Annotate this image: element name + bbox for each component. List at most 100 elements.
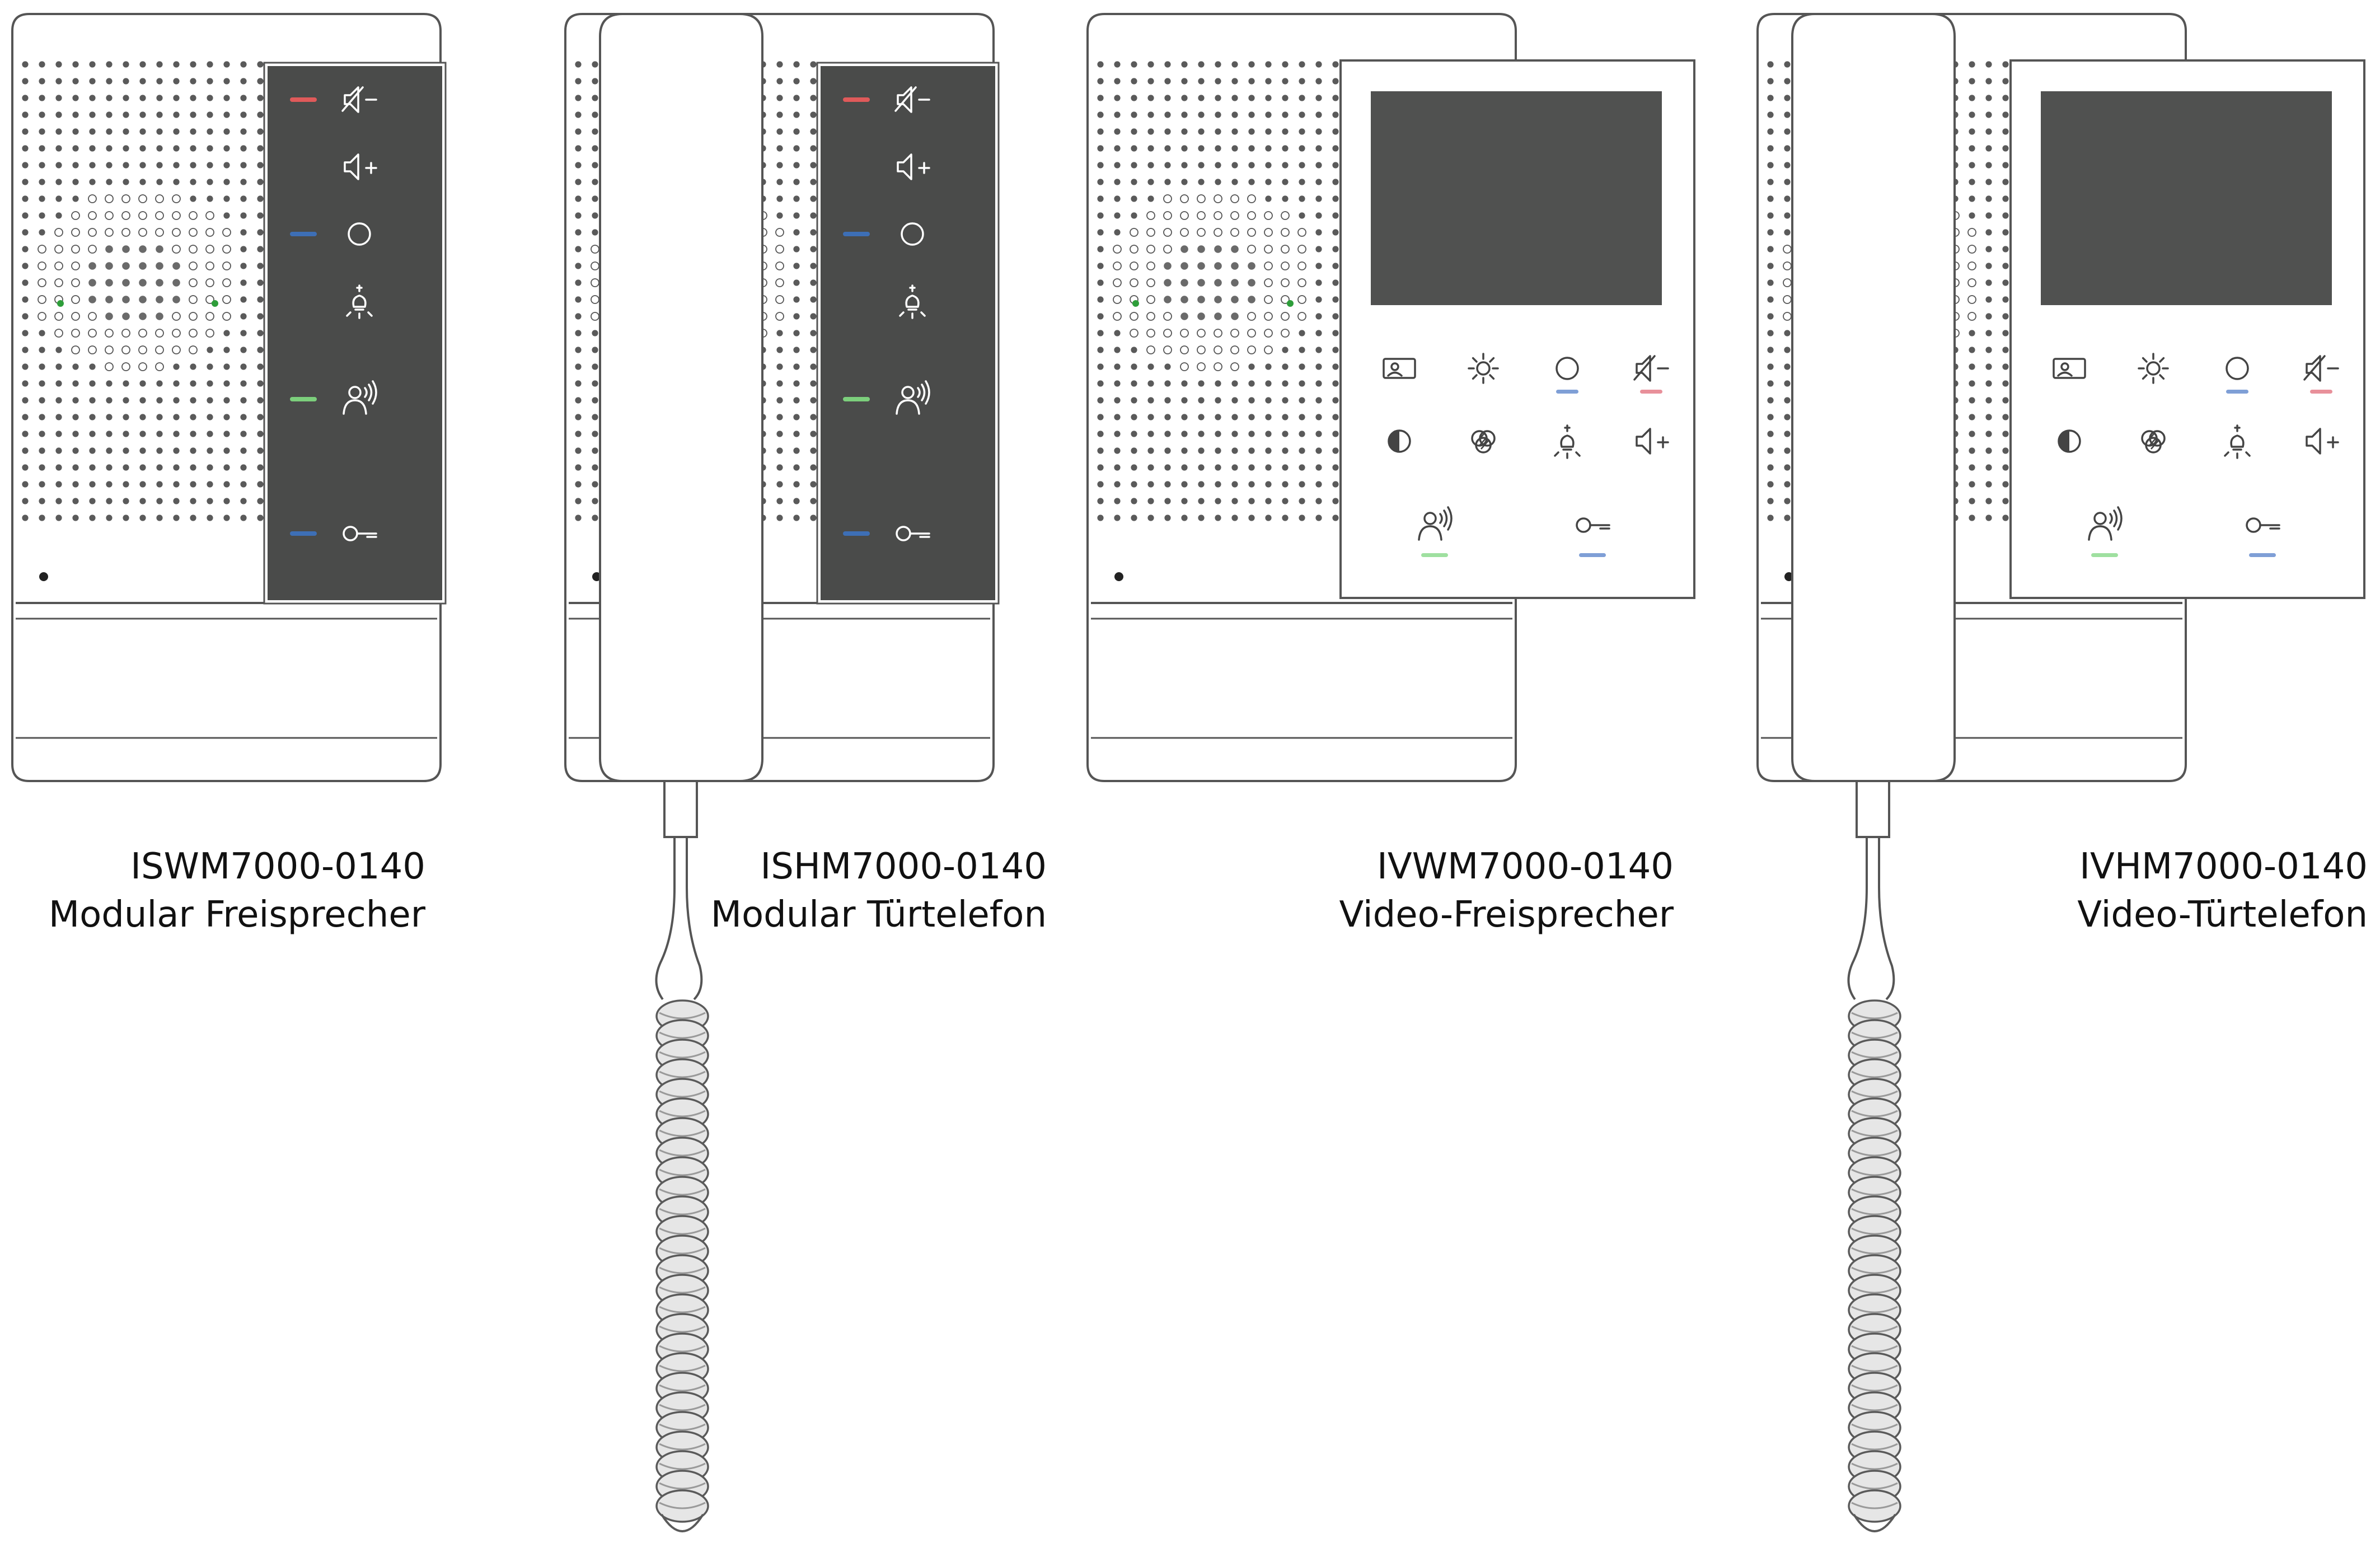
cable-coil	[655, 1489, 709, 1523]
talk-person-icon	[343, 380, 377, 415]
panel-button[interactable]	[2058, 429, 2081, 453]
panel-button[interactable]	[290, 380, 377, 415]
status-led	[1421, 553, 1448, 557]
cable-coil-highlight	[659, 1423, 706, 1431]
panel-button[interactable]	[899, 284, 926, 319]
contrast-icon	[1388, 429, 1411, 453]
device-iswm	[11, 13, 447, 782]
panel-button[interactable]	[2303, 355, 2339, 394]
volume-plus-icon	[344, 153, 377, 180]
panel-button[interactable]	[1418, 506, 1453, 557]
contrast-icon	[2058, 429, 2081, 453]
cable-coil-highlight	[1851, 1306, 1898, 1313]
cable-coil-highlight	[659, 1031, 706, 1039]
cable-coil-highlight	[659, 1110, 706, 1117]
status-led	[290, 397, 317, 401]
cable-wire	[655, 837, 676, 1000]
status-led	[2249, 553, 2276, 557]
panel-button[interactable]	[843, 222, 924, 246]
cable-coil-highlight	[1851, 1227, 1898, 1235]
panel-button[interactable]	[843, 526, 930, 541]
panel-button[interactable]	[1636, 428, 1669, 455]
status-led	[290, 531, 317, 536]
cable-coil-highlight	[659, 1188, 706, 1196]
cable-coil-highlight	[1851, 1502, 1898, 1509]
panel-button[interactable]	[344, 153, 377, 180]
status-led	[843, 232, 870, 236]
light-bulb-icon	[346, 284, 373, 319]
panel-button[interactable]	[2138, 353, 2169, 384]
cable-coil-highlight	[659, 1345, 706, 1353]
panel-button[interactable]	[1468, 353, 1499, 384]
panel-button[interactable]	[2053, 358, 2086, 379]
circle-function-icon	[1556, 357, 1579, 380]
panel-button[interactable]	[1633, 355, 1669, 394]
panel-button[interactable]	[1556, 357, 1579, 394]
panel-button[interactable]	[843, 380, 930, 415]
cable-coil-highlight	[659, 1266, 706, 1274]
coiled-cable	[1847, 780, 1901, 1532]
cable-coil-highlight	[659, 1325, 706, 1333]
cable-coil-highlight	[1851, 1345, 1898, 1353]
cable-coil-highlight	[659, 1090, 706, 1098]
panel-button[interactable]	[2224, 424, 2251, 459]
product-name: Video-Türtelefon	[2077, 894, 2368, 936]
cable-coil-highlight	[659, 1051, 706, 1059]
panel-button[interactable]	[2306, 428, 2339, 455]
cable-coil-highlight	[659, 1404, 706, 1411]
device-ivwm	[1086, 13, 1695, 782]
brightness-icon	[1468, 353, 1499, 384]
panel-button[interactable]	[2226, 357, 2249, 394]
panel-button[interactable]	[290, 222, 371, 246]
panel-button[interactable]	[2246, 517, 2280, 557]
panel-button[interactable]	[1383, 358, 1416, 379]
cable-coil-highlight	[1851, 1012, 1898, 1020]
status-led	[843, 397, 870, 401]
status-led-green	[212, 300, 218, 307]
cable-coil-highlight	[659, 1384, 706, 1392]
panel-button[interactable]	[897, 153, 930, 180]
panel-button[interactable]	[290, 86, 377, 113]
panel-button[interactable]	[843, 86, 930, 113]
talk-person-icon	[2088, 506, 2123, 541]
speaker-grille	[1097, 61, 1339, 521]
camera-image-icon	[2053, 358, 2086, 379]
video-screen	[1371, 91, 1662, 305]
cable-coil-highlight	[1851, 1404, 1898, 1411]
volume-plus-icon	[1636, 428, 1669, 455]
cable-coil-highlight	[659, 1462, 706, 1470]
handset-body	[599, 13, 763, 782]
product-name: Modular Türtelefon	[710, 894, 1047, 936]
status-led	[843, 531, 870, 536]
handset-body	[1791, 13, 1956, 782]
panel-button[interactable]	[290, 526, 377, 541]
panel-button[interactable]	[1554, 424, 1581, 459]
cable-coil-highlight	[1851, 1462, 1898, 1470]
cable-coil-highlight	[659, 1482, 706, 1490]
video-panel	[1339, 59, 1695, 599]
cable-coil-highlight	[659, 1247, 706, 1255]
speaker-grille	[22, 61, 264, 521]
mute-minus-icon	[894, 86, 930, 113]
panel-button[interactable]	[1576, 517, 1610, 557]
handset	[1791, 13, 1956, 1532]
panel-button[interactable]	[346, 284, 373, 319]
panel-button[interactable]	[1471, 430, 1496, 453]
door-key-icon	[343, 526, 377, 541]
cable-coil-highlight	[659, 1129, 706, 1137]
cable-coil-highlight	[1851, 1208, 1898, 1215]
video-panel	[2009, 59, 2365, 599]
video-screen	[2041, 91, 2332, 305]
device-ivhm	[1756, 13, 2365, 1532]
mute-minus-icon	[1633, 355, 1669, 382]
status-led	[290, 232, 317, 236]
cable-coil-highlight	[1851, 1110, 1898, 1117]
status-led	[1556, 390, 1578, 394]
circle-function-icon	[348, 222, 371, 246]
panel-button[interactable]	[2088, 506, 2123, 557]
panel-button[interactable]	[2141, 430, 2166, 453]
device-ishm	[564, 13, 1000, 1532]
status-led	[2226, 390, 2248, 394]
cable-coil-highlight	[1851, 1090, 1898, 1098]
panel-button[interactable]	[1388, 429, 1411, 453]
